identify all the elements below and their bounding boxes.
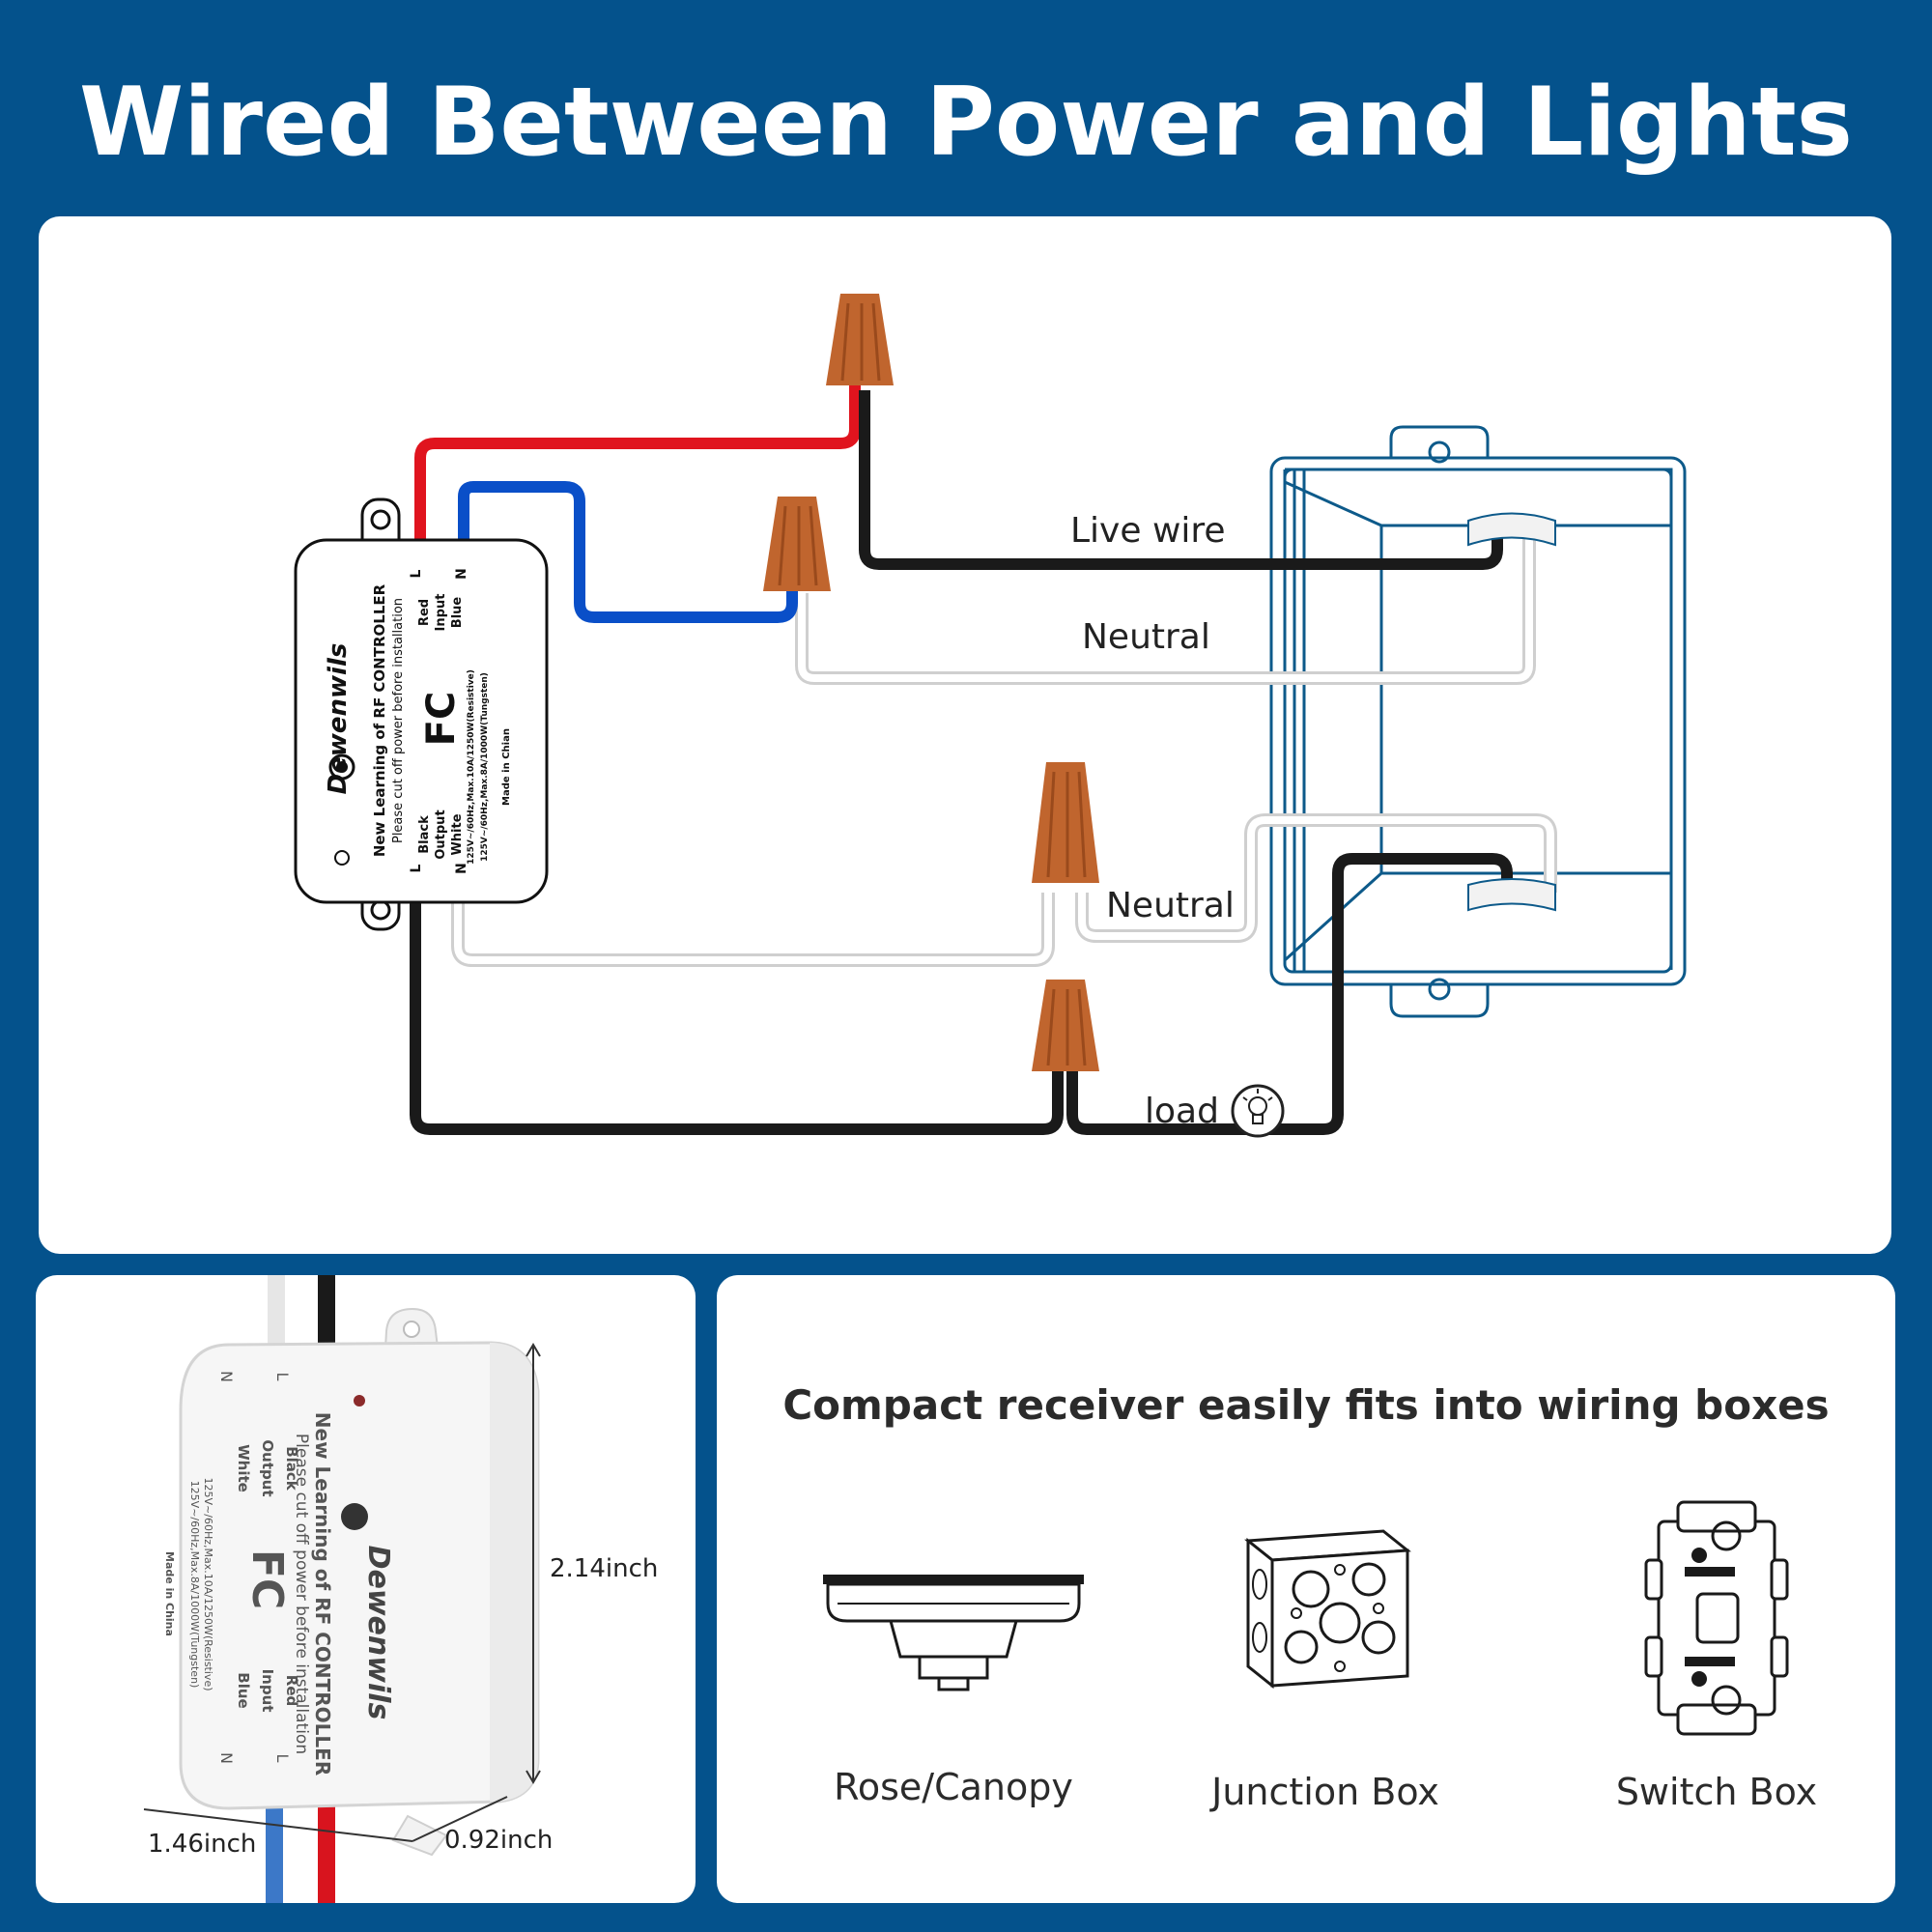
product-l-mark-top: L xyxy=(273,1373,292,1381)
rf-controller-module: Dewenwils New Learning of RF CONTROLLER … xyxy=(294,497,549,931)
red-wire-lead xyxy=(318,1802,335,1903)
height-dimension-line xyxy=(526,1343,541,1784)
canopy-label: Rose/Canopy xyxy=(834,1766,1073,1808)
compact-heading: Compact receiver easily fits into wiring… xyxy=(782,1381,1830,1429)
controller-output-white: White xyxy=(450,813,465,855)
product-n-mark-bottom: N xyxy=(217,1752,236,1764)
label-neutral-bottom: Neutral xyxy=(1106,886,1235,925)
product-made-in: Made in China xyxy=(163,1551,176,1636)
white-wire-lead xyxy=(268,1275,285,1352)
product-input-blue: Blue xyxy=(235,1672,252,1708)
product-output-white: White xyxy=(235,1444,252,1492)
product-fcc: FC xyxy=(242,1549,292,1609)
label-load: load xyxy=(1145,1092,1219,1131)
controller-n-mark-bottom: N xyxy=(454,863,469,874)
wire-nut-neutral-out xyxy=(1032,762,1099,883)
controller-n-mark-top: N xyxy=(454,568,469,580)
wiring-diagram-panel: Dewenwils New Learning of RF CONTROLLER … xyxy=(39,216,1891,1254)
blue-wire-lead xyxy=(266,1802,283,1903)
terminal-top xyxy=(1467,512,1556,547)
controller-input-blue: Blue xyxy=(450,597,465,629)
product-rating-1: 125V~/60Hz,Max.10A/1250W(Resistive) xyxy=(202,1478,214,1691)
red-wire xyxy=(414,381,861,540)
controller-l-mark-top: L xyxy=(409,569,424,578)
compact-fit-panel: Compact receiver easily fits into wiring… xyxy=(717,1275,1895,1903)
controller-output-label: Output xyxy=(434,810,448,859)
wire-nut-neutral-in xyxy=(763,497,831,591)
load-wire xyxy=(1066,853,1513,1135)
switch-box-label: Switch Box xyxy=(1615,1771,1818,1813)
dimension-depth: 0.92inch xyxy=(444,1826,553,1855)
label-neutral-top: Neutral xyxy=(1082,617,1210,657)
product-input-red: Red xyxy=(283,1675,300,1706)
product-rating-2: 125V~/60Hz,Max.8A/1000W(Tungsten) xyxy=(188,1481,201,1689)
blue-wire xyxy=(458,481,798,623)
dimension-height: 2.14inch xyxy=(550,1554,658,1583)
black-wire-lead xyxy=(318,1275,335,1352)
product-brand: Dewenwils xyxy=(361,1546,395,1720)
product-n-mark-top: N xyxy=(217,1371,236,1382)
page-title: Wired Between Power and Lights xyxy=(78,68,1854,178)
controller-input-red: Red xyxy=(417,599,432,626)
controller-brand: Dewenwils xyxy=(324,643,353,795)
controller-output-black: Black xyxy=(417,815,432,854)
product-title: New Learning of RF CONTROLLER xyxy=(311,1412,334,1776)
controller-rating-1: 125V~/60Hz,Max.10A/1250W(Resistive) xyxy=(467,669,476,865)
dimension-width: 1.46inch xyxy=(148,1830,256,1859)
live-wire xyxy=(859,390,1503,570)
controller-input-label: Input xyxy=(434,594,448,632)
depth-dimension-line xyxy=(412,1796,508,1842)
product-illustration: New Learning of RF CONTROLLER Please cut… xyxy=(143,1275,658,1903)
wire-nut-live xyxy=(826,294,894,385)
controller-l-mark-bottom: L xyxy=(409,864,424,872)
switch-box-icon xyxy=(1644,1500,1789,1736)
controller-title: New Learning of RF CONTROLLER xyxy=(371,583,388,857)
product-dimensions-panel: New Learning of RF CONTROLLER Please cut… xyxy=(36,1275,696,1903)
controller-fcc: FC xyxy=(419,692,464,747)
neutral-wires xyxy=(451,535,1557,967)
lightbulb-icon xyxy=(1231,1084,1285,1138)
width-dimension-line xyxy=(143,1808,413,1842)
controller-rating-2: 125V~/60Hz,Max.8A/1000W(Tungsten) xyxy=(480,672,490,862)
product-l-mark-bottom: L xyxy=(273,1754,292,1763)
product-output-black: Black xyxy=(283,1446,300,1492)
product-output-label: Output xyxy=(259,1439,276,1496)
junction-box-label: Junction Box xyxy=(1211,1771,1439,1813)
label-live-wire: Live wire xyxy=(1070,511,1226,551)
wire-nut-load xyxy=(1032,980,1099,1071)
controller-made-in: Made in Chian xyxy=(501,728,512,806)
product-note: Please cut off power before installation xyxy=(292,1434,311,1754)
terminal-bottom xyxy=(1467,878,1556,912)
product-input-label: Input xyxy=(259,1669,276,1713)
wiring-diagram: Dewenwils New Learning of RF CONTROLLER … xyxy=(294,294,1687,1138)
controller-note: Please cut off power before installation xyxy=(391,598,406,843)
output-black-wire xyxy=(410,883,1064,1135)
junction-box-icon xyxy=(1244,1529,1411,1690)
canopy-icon xyxy=(823,1575,1084,1691)
